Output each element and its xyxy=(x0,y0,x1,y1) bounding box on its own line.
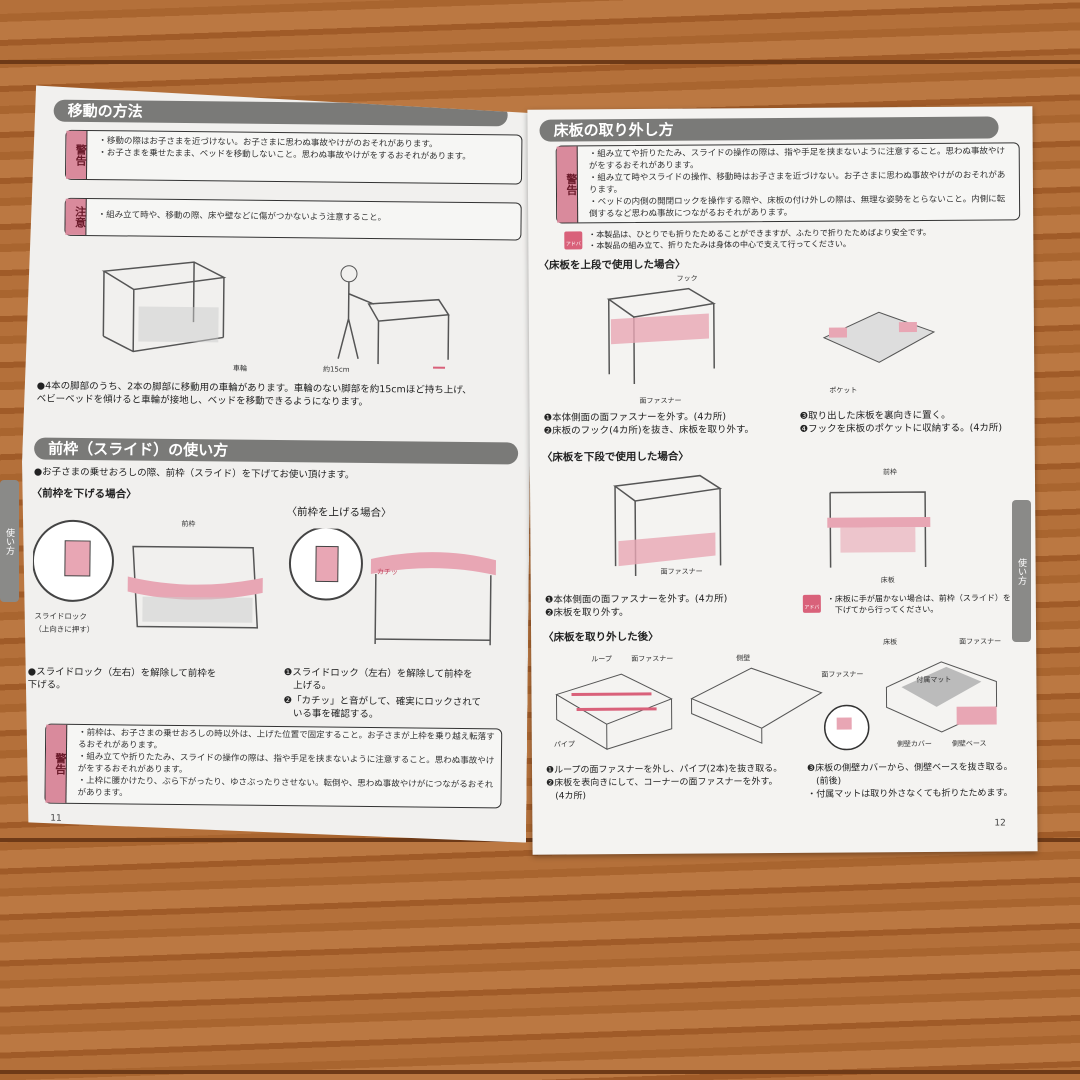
caution-line: ・組み立て時や、移動の際、床や壁などに傷がつかないよう注意すること。 xyxy=(97,210,387,224)
board-pocket-illustration xyxy=(822,311,936,363)
click-label: カチッ xyxy=(376,568,398,577)
raise-frame-illustration xyxy=(285,528,516,660)
crib-illustration xyxy=(93,251,234,362)
pocket-label: ポケット xyxy=(829,386,858,395)
raise-frame-step: ❶スライドロック（左右）を解除して前枠を 上げる。 xyxy=(283,667,473,692)
lower-steps: ❶本体側面の面ファスナーを外す。(4カ所)❷床板を取り外す。 xyxy=(544,593,728,619)
warning-badge: 警告 xyxy=(45,725,67,803)
fastener-label: 面ファスナー xyxy=(821,670,864,679)
lower-frame-step: ●スライドロック（左右）を解除して前枠を 下げる。 xyxy=(27,666,217,691)
moving-description: ●4本の脚部のうち、2本の脚部に移動用の車輪があります。車輪のない脚部を約15c… xyxy=(36,380,472,408)
warning-badge: 警告 xyxy=(66,131,88,179)
fastener-label: 面ファスナー xyxy=(639,396,682,405)
wheel-label: 車輪 xyxy=(232,364,248,373)
after-steps-right: ❸床板の側壁カバーから、側壁ベースを抜き取る。 (前後)・付属マットは取り外さな… xyxy=(806,762,1013,800)
front-frame-intro: ●お子さまの乗せおろしの際、前枠（スライド）を下げてお使い頂けます。 xyxy=(33,466,355,481)
advice-text: ・本製品は、ひとりでも折りたためることができますが、ふたりで折りたためばより安全… xyxy=(588,227,931,251)
upper-steps-right: ❸取り出した床板を裏向きに置く。❹フックを床板のポケットに収納する。(4カ所) xyxy=(799,409,1003,435)
mat-label: 付属マット xyxy=(916,675,952,685)
advice-icon: アドバイス xyxy=(564,231,583,250)
fastener-label: 面ファスナー xyxy=(959,637,1002,646)
side-tab-usage: 使い方 xyxy=(1012,500,1031,642)
upper-board-crib-illustration xyxy=(606,287,716,385)
after-heading: 〈床板を取り外した後〉 xyxy=(543,630,659,644)
side-tab-usage: 使い方 xyxy=(0,480,19,602)
left-page: 移動の方法 警告 ・移動の際はお子さまを近づけない。お子さまに思わぬ事故やけがの… xyxy=(18,85,534,842)
upper-heading: 〈床板を上段で使用した場合〉 xyxy=(538,258,686,272)
lower-advice-text: ・床板に手が届かない場合は、前枠（スライド）を 下げてから行ってください。 xyxy=(826,593,1011,615)
fastener-label: 面ファスナー xyxy=(631,654,674,664)
section-title-floorboard: 床板の取り外し方 xyxy=(539,116,999,142)
floorboard-label: 床板 xyxy=(880,576,895,585)
caution-badge: 注意 xyxy=(65,199,86,235)
height-label: 約15cm xyxy=(322,365,350,374)
side-cover-label: 側壁カバー xyxy=(896,739,932,749)
page-number: 11 xyxy=(50,813,62,824)
front-frame-label: 前枠 xyxy=(882,468,897,477)
upper-steps-left: ❶本体側面の面ファスナーを外す。(4カ所)❷床板のフック(4カ所)を抜き、床板を… xyxy=(543,411,755,437)
slide-lock-label: スライドロック （上向きに押す） xyxy=(34,611,95,635)
after-steps-left: ❶ループの面ファスナーを外し、パイプ(2本)を抜き取る。❷床板を表向きにして、コ… xyxy=(545,764,783,802)
lower-board-crib-illustration xyxy=(613,474,723,577)
section-title-moving: 移動の方法 xyxy=(54,100,508,127)
loop-label: ループ xyxy=(591,655,612,664)
front-frame-warning-box: 警告 ・前枠は、お子さまの乗せおろしの時以外は、上げた位置で固定すること。お子さ… xyxy=(44,724,502,809)
pipe-label: パイプ xyxy=(553,740,575,749)
floorboard-label: 床板 xyxy=(883,638,898,647)
lower-frame-illustration xyxy=(32,515,273,648)
warning-line: ・組み立て時やスライドの操作、移動時はお子さまを近づけない。お子さまに思わぬ事故… xyxy=(588,170,1006,196)
advice-icon: アドバイス xyxy=(802,594,821,613)
fastener-label: 面ファスナー xyxy=(660,567,703,576)
lower-frame-heading: 〈前枠を下げる場合〉 xyxy=(31,487,137,501)
raise-frame-step: ❷「カチッ」と音がして、確実にロックされて いる事を確認する。 xyxy=(283,695,482,721)
floor-seam xyxy=(0,1070,1080,1074)
side-base-label: 側壁ベース xyxy=(951,739,987,748)
side-wall-label: 側壁 xyxy=(736,654,751,663)
warning-box: 警告 ・組み立てや折りたたみ、スライドの操作の際は、指や手足を挟まないように注意… xyxy=(555,142,1021,224)
warning-line: ・ベッドの内側の開閉ロックを操作する際や、床板の付け外しの際は、無理な姿勢をとら… xyxy=(589,194,1006,220)
caution-box: 注意 ・組み立て時や、移動の際、床や壁などに傷がつかないよう注意すること。 xyxy=(64,198,521,241)
warning-line: ・組み立てや折りたたみ、スライドの操作の際は、指や手足を挟まないように注意するこ… xyxy=(588,146,1006,172)
raise-frame-heading: 〈前枠を上げる場合〉 xyxy=(286,506,392,520)
floor-seam xyxy=(0,60,1080,64)
right-page: 床板の取り外し方 警告 ・組み立てや折りたたみ、スライドの操作の際は、指や手足を… xyxy=(527,106,1038,855)
page-number: 12 xyxy=(994,818,1006,829)
lower-front-frame-illustration xyxy=(827,491,931,568)
warning-line: ・上枠に腰かけたり、ぶら下がったり、ゆさぶったりさせない。転倒や、思わぬ事故やけ… xyxy=(77,775,494,799)
front-frame-label: 前枠 xyxy=(181,520,196,529)
lower-heading: 〈床板を下段で使用した場合〉 xyxy=(541,450,689,464)
hook-label: フック xyxy=(676,274,698,283)
warning-box: 警告 ・移動の際はお子さまを近づけない。お子さまに思わぬ事故やけがのおそれがあり… xyxy=(65,130,522,185)
person-moving-crib-illustration xyxy=(318,258,459,374)
section-title-front-frame: 前枠（スライド）の使い方 xyxy=(34,437,518,464)
warning-badge: 警告 xyxy=(556,146,579,223)
after-removal-illustrations xyxy=(555,661,998,751)
